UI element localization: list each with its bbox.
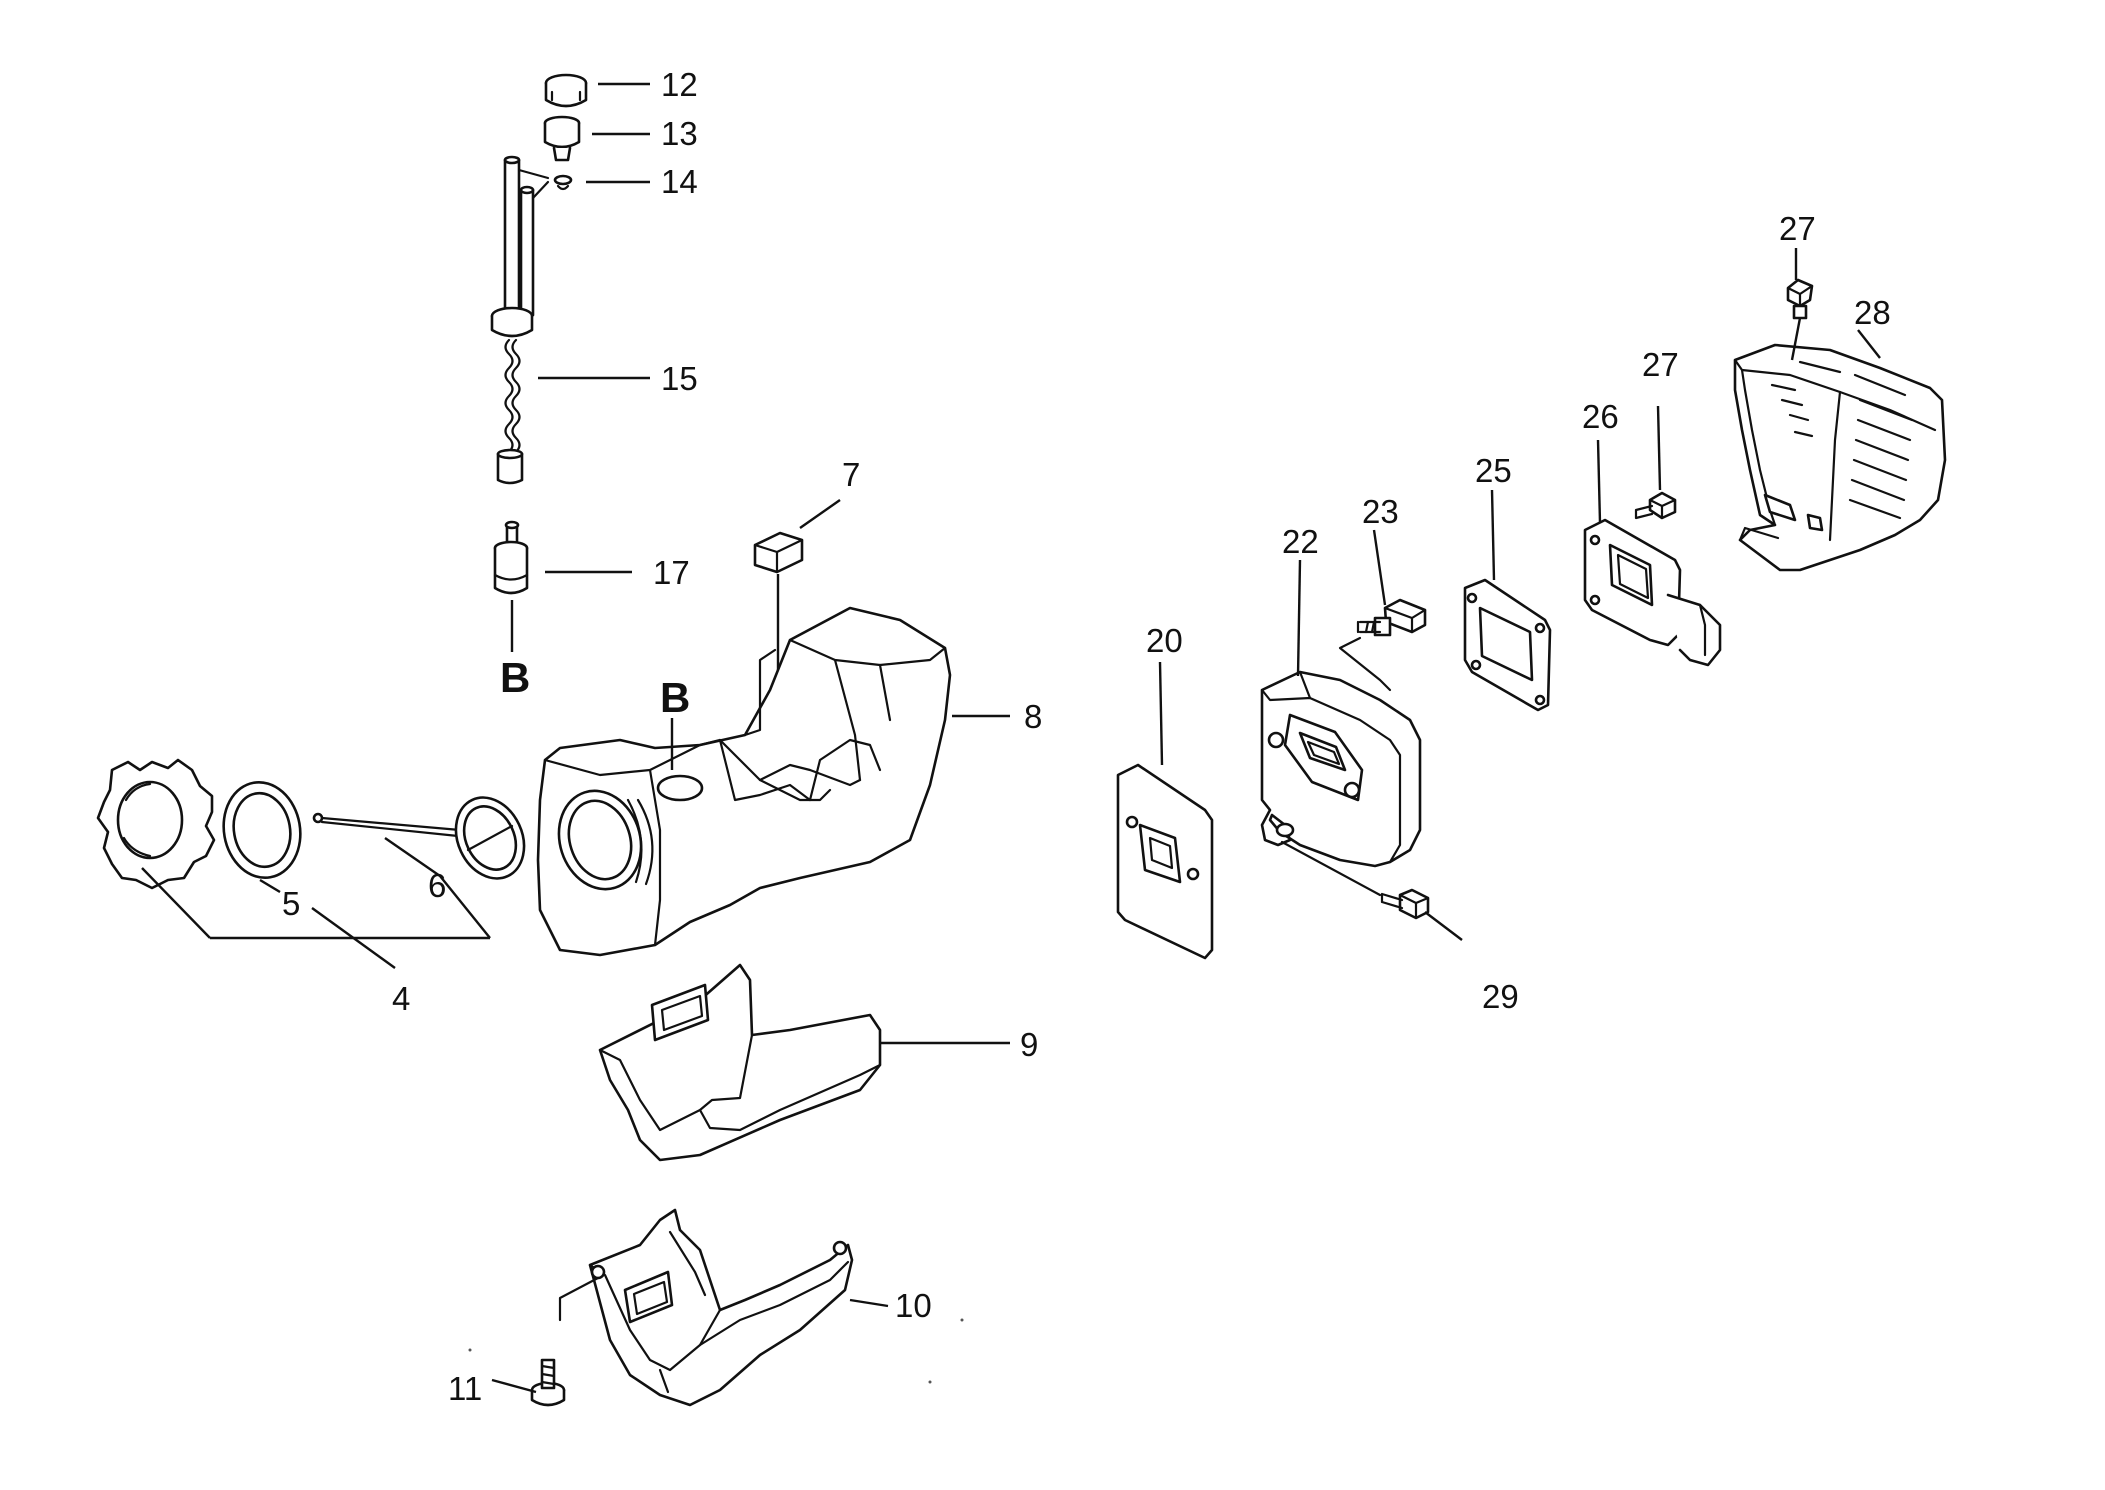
scan-specks: [468, 1318, 964, 1384]
part-27-screw-upper: [1786, 278, 1814, 320]
label-part-9: 9: [1020, 1026, 1038, 1063]
callout-b-tank: B: [660, 674, 690, 721]
part-28-muffler-cover: [1733, 343, 1947, 572]
part-labels: 12 13 14 15 17 7 8 9 10 11 5 6 4 20 22 2…: [282, 66, 1891, 1407]
label-part-8: 8: [1024, 698, 1042, 735]
part-4-fuel-cap: [96, 758, 216, 890]
part-8-fuel-tank: [536, 606, 952, 957]
label-part-23: 23: [1362, 493, 1399, 530]
callout-b-filter: B: [500, 654, 530, 701]
label-part-10: 10: [895, 1287, 932, 1324]
label-part-4: 4: [392, 980, 410, 1017]
part-11-screw: [530, 1358, 566, 1407]
label-part-12: 12: [661, 66, 698, 103]
label-part-29: 29: [1482, 978, 1519, 1015]
label-part-13: 13: [661, 115, 698, 152]
part-27-screw-lower: [1634, 491, 1677, 520]
label-part-6: 6: [428, 867, 446, 904]
part-5-cap-gasket: [222, 780, 302, 880]
part-13-purge-bulb: [543, 115, 581, 162]
part-25-gasket: [1463, 578, 1552, 712]
label-part-17: 17: [653, 554, 690, 591]
part-6-tank-strainer: [312, 796, 526, 880]
label-part-20: 20: [1146, 622, 1183, 659]
label-part-14: 14: [661, 163, 698, 200]
part-15-fuel-line-set: [490, 155, 550, 485]
part-10-lower-cover: [558, 1208, 854, 1407]
label-part-26: 26: [1582, 398, 1619, 435]
label-part-15: 15: [661, 360, 698, 397]
label-part-28: 28: [1854, 294, 1891, 331]
part-14-check-valve: [553, 174, 573, 191]
label-part-7: 7: [842, 456, 860, 493]
label-part-27-lower: 27: [1642, 346, 1679, 383]
label-part-5: 5: [282, 885, 300, 922]
part-22-muffler: [1260, 670, 1422, 868]
label-part-25: 25: [1475, 452, 1512, 489]
label-part-22: 22: [1282, 523, 1319, 560]
label-part-27-upper: 27: [1779, 210, 1816, 247]
label-part-11: 11: [448, 1370, 482, 1407]
part-12-grommet: [544, 73, 588, 108]
part-20-muffler-gasket: [1116, 763, 1214, 960]
part-26-arrester-plate: [1583, 518, 1722, 667]
part-29-bolt: [1280, 840, 1430, 920]
part-9-tank-cover: [598, 963, 882, 1162]
callouts: B B: [500, 654, 690, 721]
part-17-fuel-filter: [493, 520, 529, 652]
part-23-bolt: [1338, 598, 1427, 692]
leader-lines: [141, 82, 1881, 1394]
